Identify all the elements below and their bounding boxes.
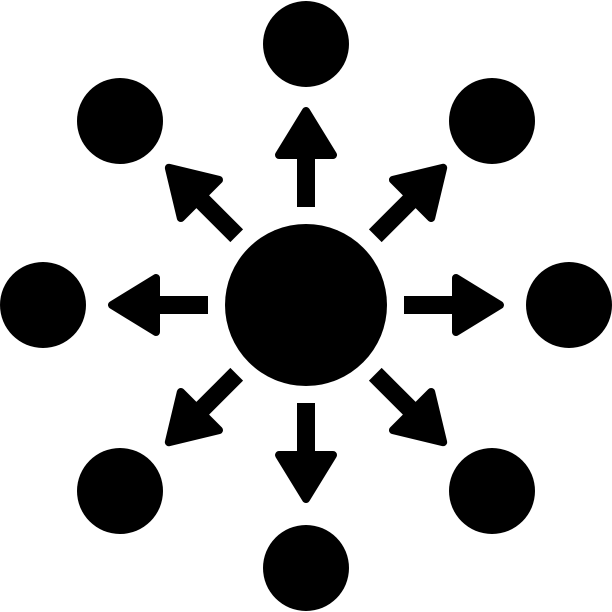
center-node [225, 224, 387, 386]
arrow-head-down-left [164, 387, 224, 447]
satellite-node-up-left [77, 78, 163, 164]
arrow-head-up [275, 107, 337, 159]
arrow-head-up-right [388, 163, 448, 223]
arrow-head-down [275, 451, 337, 503]
satellite-node-up-right [449, 78, 535, 164]
satellite-node-down [263, 525, 349, 611]
arrow-head-down-right [388, 387, 448, 447]
arrow-shaft-up-left [190, 189, 244, 243]
satellite-node-right [526, 262, 612, 348]
satellite-node-down-right [449, 448, 535, 534]
arrow-head-up-left [164, 163, 224, 223]
satellite-node-down-left [77, 448, 163, 534]
arrow-head-left [108, 274, 160, 336]
satellite-node-up [263, 1, 349, 87]
arrow-shaft-up-right [368, 189, 422, 243]
satellite-node-left [0, 262, 86, 348]
arrow-head-right [452, 274, 504, 336]
arrow-shaft-down-right [368, 367, 422, 421]
arrow-shaft-down-left [190, 367, 244, 421]
